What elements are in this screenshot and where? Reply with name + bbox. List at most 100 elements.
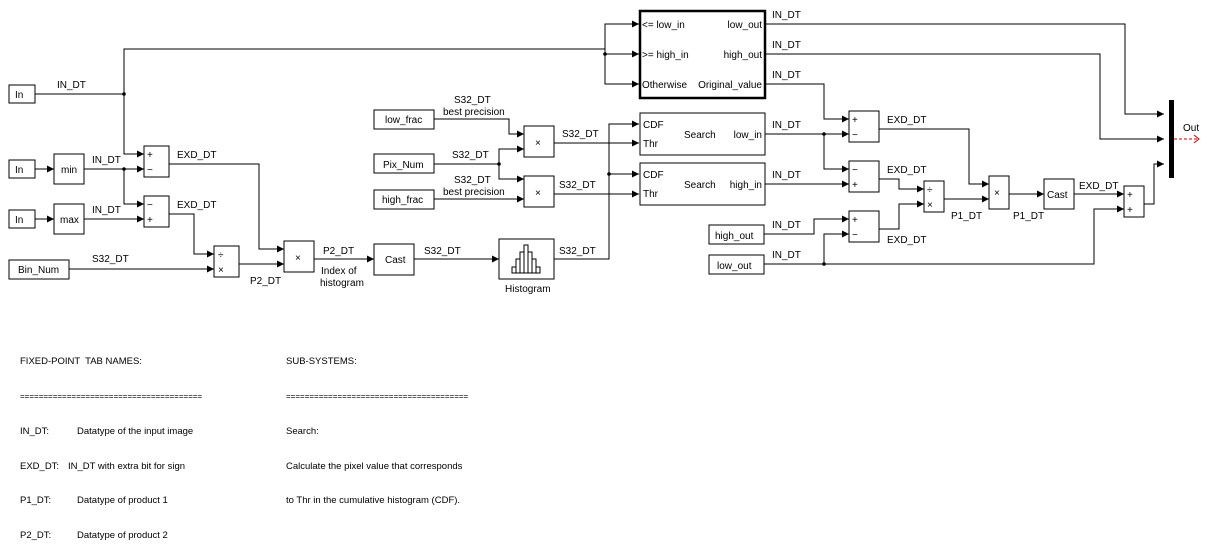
sum-block-final[interactable]: + + — [1123, 185, 1145, 218]
low-out-block[interactable]: low_out — [708, 254, 765, 275]
svg-text:EXD_DT: EXD_DT — [177, 150, 216, 161]
svg-text:Otherwise: Otherwise — [642, 80, 687, 91]
svg-text:Search: Search — [684, 130, 716, 141]
svg-text:low_out: low_out — [717, 261, 752, 272]
svg-text:S32_DT: S32_DT — [454, 175, 491, 186]
svg-text:IN_DT: IN_DT — [772, 120, 801, 131]
svg-text:best precision: best precision — [443, 187, 505, 198]
threshold-switch-subsystem[interactable]: <= low_in >= high_in Otherwise low_out h… — [638, 9, 767, 100]
bin-num-block[interactable]: Bin_Num — [8, 259, 70, 280]
min-block[interactable]: min — [53, 153, 85, 185]
simulink-diagram: In In In Bin_Num min max + − − + ÷ × — [8, 9, 1200, 295]
sum-block-c[interactable]: + − — [848, 210, 880, 243]
svg-text:IN_DT: IN_DT — [772, 70, 801, 81]
sum-block-a[interactable]: + − — [848, 110, 880, 143]
svg-text:S32_DT: S32_DT — [454, 95, 491, 106]
svg-text:Index of: Index of — [321, 266, 357, 277]
svg-text:×: × — [535, 138, 541, 149]
svg-text:low_out: low_out — [728, 20, 763, 31]
product-block-low[interactable]: × — [523, 125, 555, 158]
histogram-block[interactable]: Histogram — [498, 238, 555, 295]
svg-text:IN_DT: IN_DT — [772, 250, 801, 261]
svg-text:×: × — [295, 253, 301, 264]
svg-text:best precision: best precision — [443, 107, 505, 118]
svg-text:÷: ÷ — [218, 250, 224, 261]
svg-text:+: + — [852, 180, 858, 191]
svg-text:CDF: CDF — [643, 120, 664, 131]
svg-text:EXD_DT: EXD_DT — [887, 165, 926, 176]
svg-text:Bin_Num: Bin_Num — [18, 265, 59, 276]
svg-text:+: + — [852, 215, 858, 226]
sum-block-b[interactable]: − + — [848, 160, 880, 193]
svg-text:high_frac: high_frac — [382, 195, 423, 206]
svg-text:−: − — [852, 130, 858, 141]
tab-row: P2_DT:Datatype of product 2 — [20, 530, 168, 542]
svg-text:low_frac: low_frac — [385, 115, 422, 126]
product-block-high[interactable]: × — [523, 175, 555, 208]
svg-text:P2_DT: P2_DT — [250, 276, 281, 287]
product-block-p1[interactable]: × — [988, 175, 1010, 210]
divide-block-1[interactable]: ÷ × — [213, 245, 240, 278]
inport-in-2[interactable]: In — [8, 159, 36, 179]
high-frac-block[interactable]: high_frac — [373, 189, 435, 210]
svg-text:EXD_DT: EXD_DT — [177, 200, 216, 211]
mux-block[interactable] — [1169, 100, 1174, 178]
product-block-p2[interactable]: × — [283, 240, 315, 273]
svg-text:Thr: Thr — [643, 139, 659, 150]
svg-text:÷: ÷ — [927, 185, 933, 196]
high-out-block[interactable]: high_out — [708, 224, 765, 245]
divide-block-2[interactable]: ÷ × — [923, 180, 945, 213]
svg-text:S32_DT: S32_DT — [559, 180, 596, 191]
svg-text:>= high_in: >= high_in — [642, 50, 689, 61]
histogram-icon — [511, 244, 541, 274]
cast-block-1[interactable]: Cast — [373, 243, 415, 276]
svg-text:+: + — [1127, 190, 1133, 201]
cast-block-2[interactable]: Cast — [1043, 178, 1075, 210]
svg-text:S32_DT: S32_DT — [424, 246, 461, 257]
svg-text:IN_DT: IN_DT — [92, 155, 121, 166]
svg-text:S32_DT: S32_DT — [92, 254, 129, 265]
svg-text:×: × — [535, 188, 541, 199]
tab-row: IN_DT:Datatype of the input image — [20, 425, 194, 437]
search-subsystem-high[interactable]: CDF Thr Search high_in — [639, 162, 766, 206]
svg-text:min: min — [61, 165, 77, 176]
low-frac-block[interactable]: low_frac — [373, 109, 435, 130]
svg-text:−: − — [852, 230, 858, 241]
search-subsystem-low[interactable]: CDF Thr Search low_in — [639, 112, 766, 156]
svg-text:Pix_Num: Pix_Num — [383, 160, 424, 171]
svg-text:Original_value: Original_value — [698, 80, 762, 91]
svg-text:S32_DT: S32_DT — [559, 246, 596, 257]
svg-text:−: − — [147, 200, 153, 211]
svg-text:Cast: Cast — [385, 255, 406, 266]
svg-text:+: + — [852, 115, 858, 126]
max-block[interactable]: max — [53, 203, 85, 235]
sum-block-2[interactable]: − + — [143, 195, 170, 228]
sub-systems-name: Search: — [286, 425, 319, 437]
svg-text:histogram: histogram — [320, 278, 364, 289]
svg-text:EXD_DT: EXD_DT — [887, 235, 926, 246]
inport-in-1[interactable]: In — [8, 84, 36, 104]
output-label: Out — [1183, 123, 1199, 134]
svg-text:high_in: high_in — [730, 180, 762, 191]
svg-text:CDF: CDF — [643, 170, 664, 181]
pix-num-block[interactable]: Pix_Num — [373, 153, 435, 174]
inport-in-3[interactable]: In — [8, 209, 36, 229]
svg-text:IN_DT: IN_DT — [772, 170, 801, 181]
sub-systems-note: SUB-SYSTEMS: ===========================… — [286, 333, 468, 519]
svg-text:S32_DT: S32_DT — [452, 150, 489, 161]
signal-labels: IN_DT IN_DT IN_DT EXD_DT EXD_DT S32_DT P… — [57, 10, 1118, 289]
sub-systems-desc-1: Calculate the pixel value that correspon… — [286, 460, 463, 472]
svg-text:×: × — [927, 200, 933, 211]
sum-block-1[interactable]: + − — [143, 145, 170, 178]
svg-text:−: − — [147, 165, 153, 176]
svg-text:Search: Search — [684, 180, 716, 191]
svg-text:EXD_DT: EXD_DT — [887, 115, 926, 126]
sub-systems-rule: ======================================= — [286, 391, 469, 401]
svg-text:EXD_DT: EXD_DT — [1079, 181, 1118, 192]
svg-text:In: In — [15, 165, 23, 176]
wires — [35, 20, 1200, 273]
svg-text:max: max — [60, 215, 79, 226]
svg-text:×: × — [218, 265, 224, 276]
svg-text:×: × — [994, 188, 1000, 199]
svg-text:IN_DT: IN_DT — [772, 220, 801, 231]
